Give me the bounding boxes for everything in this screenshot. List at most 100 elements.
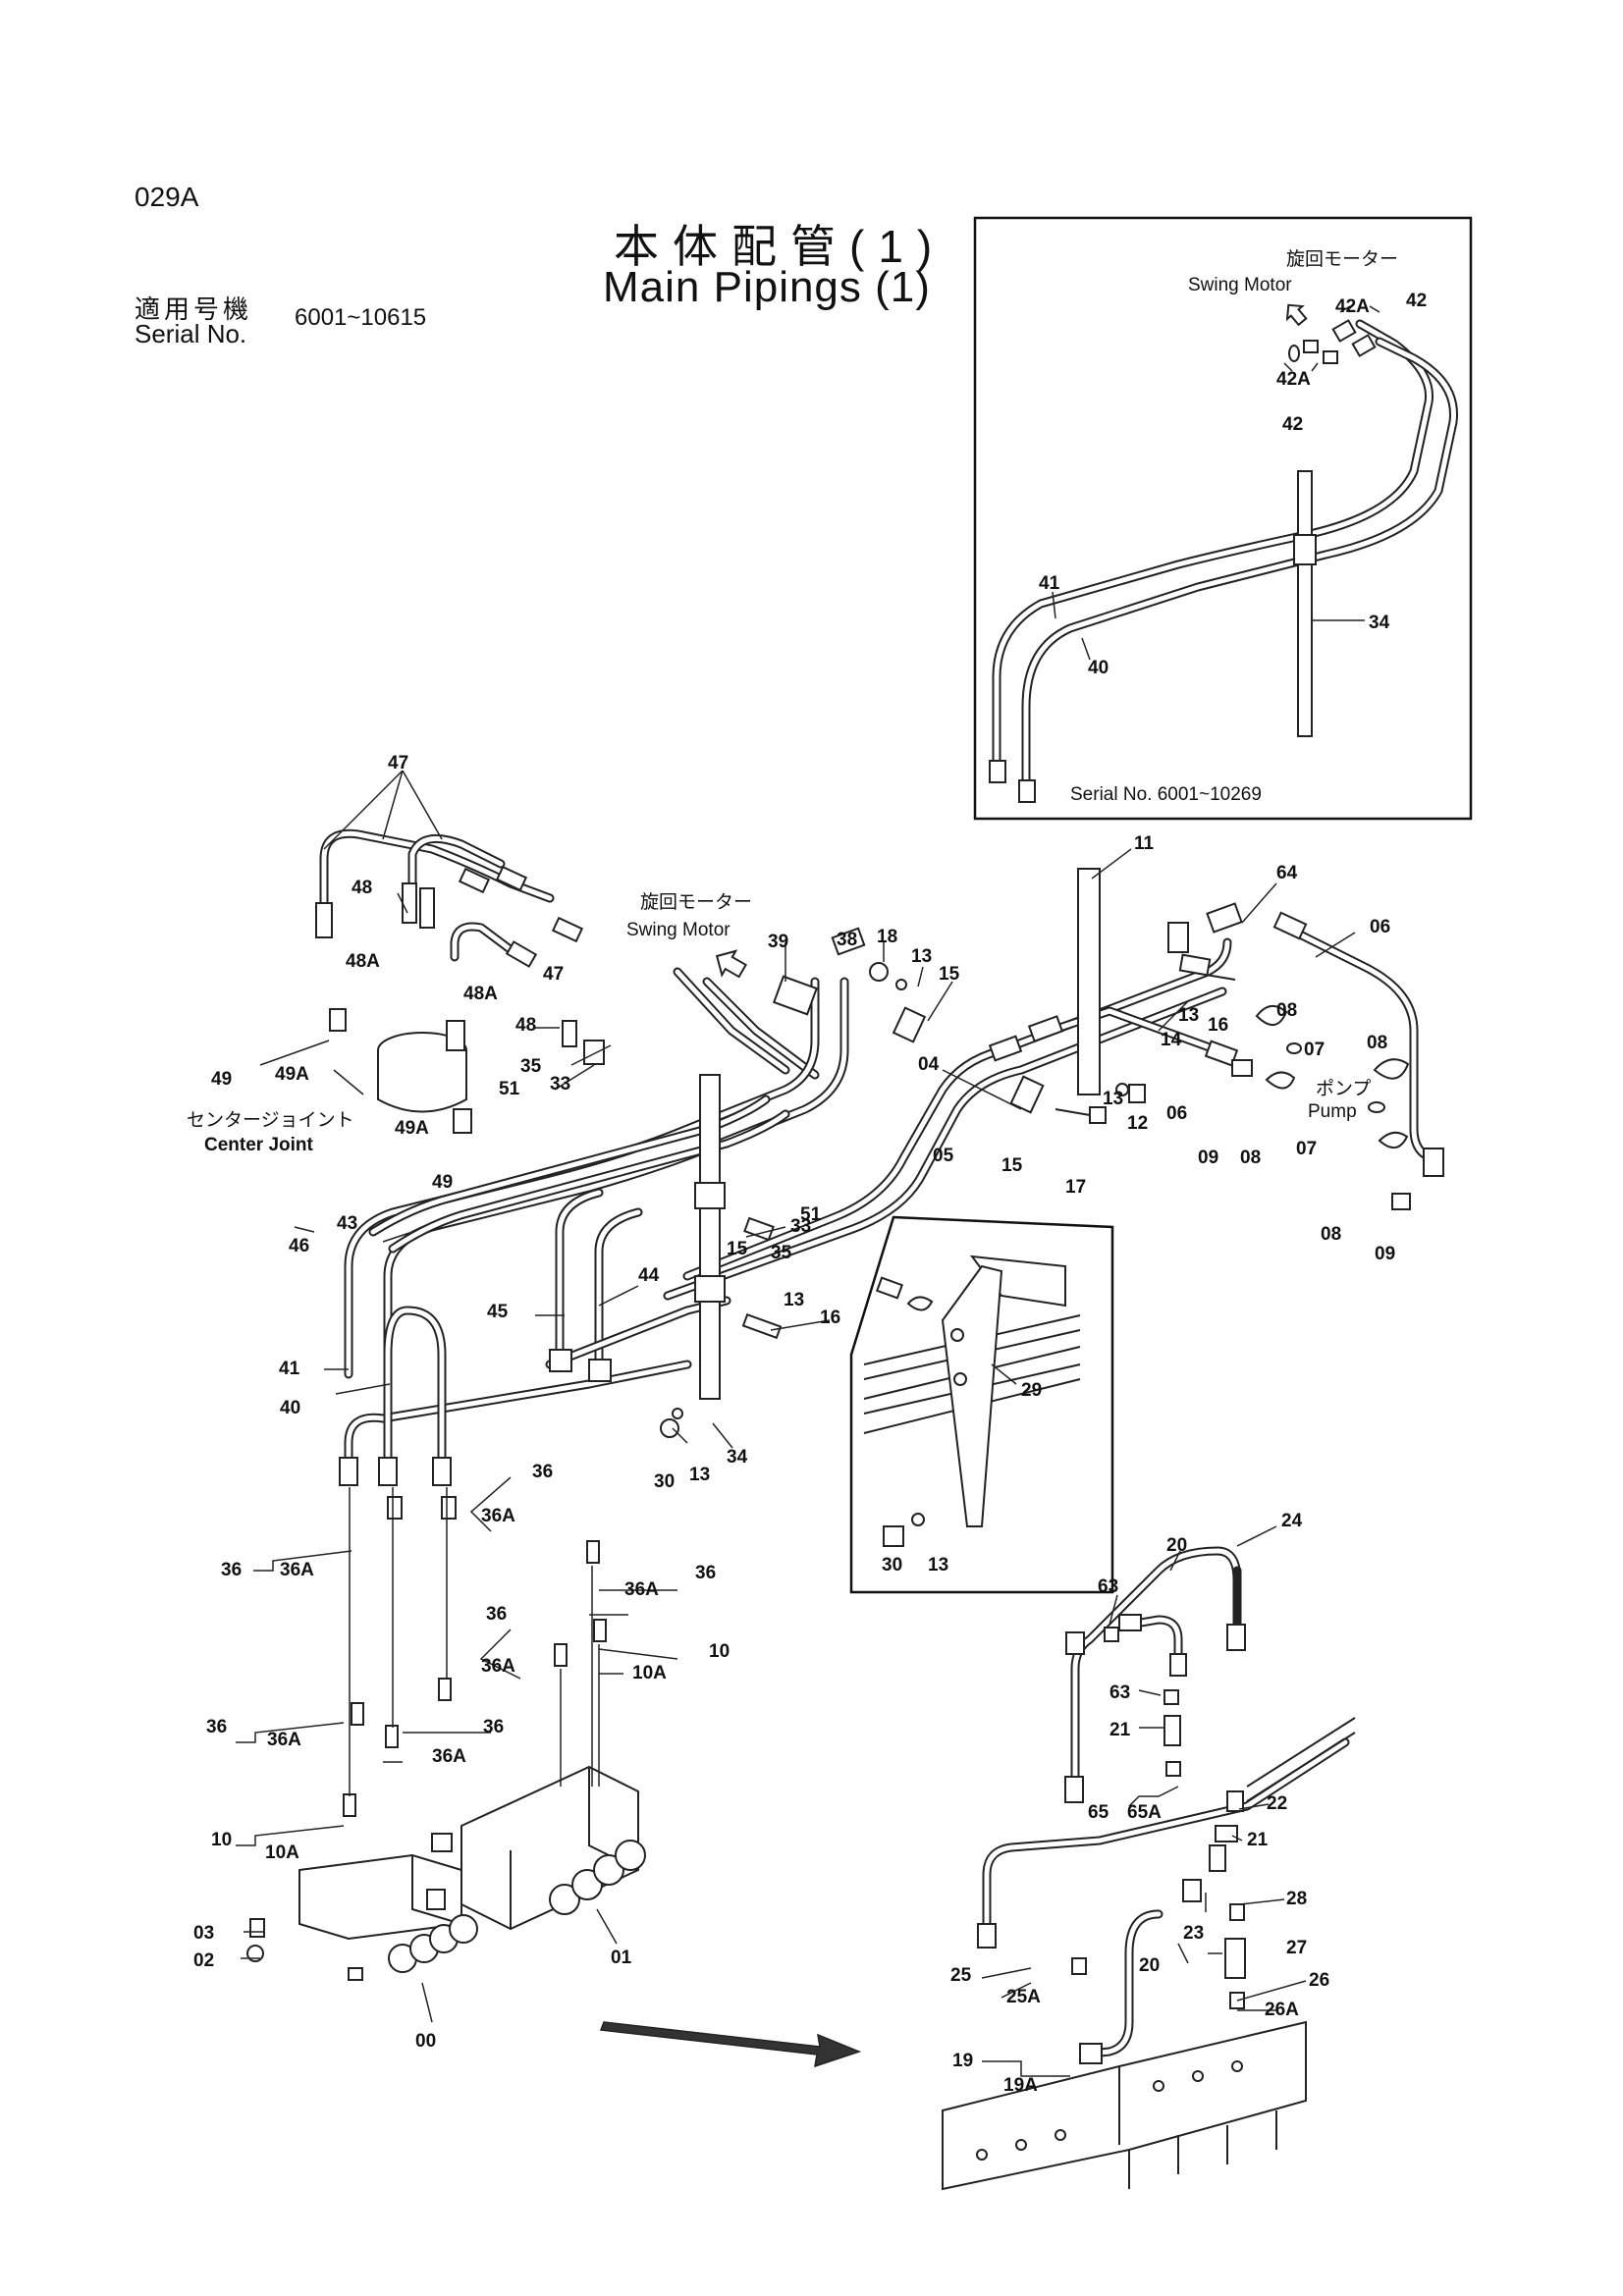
serial-range: 6001~10615 [295,304,427,331]
arrow-swing-motor-main-icon [715,949,747,979]
callout-label: 40 [1088,658,1109,678]
callout-label: 36A [267,1730,301,1750]
inset-top-swing-motor-jp: 旋回モーター [1286,248,1398,270]
callout-label: 08 [1321,1224,1341,1245]
callout-label: 26A [1265,2000,1299,2020]
pump-label-en: Pump [1308,1101,1357,1122]
callout-label: 29 [1021,1380,1042,1401]
callout-label: 49A [275,1064,309,1085]
callout-label: 65A [1127,1802,1162,1823]
callout-label: 07 [1304,1040,1325,1060]
callout-label: 10 [709,1641,730,1662]
callout-label: 16 [820,1308,840,1328]
callout-label: 65 [1088,1802,1109,1823]
callout-label: 08 [1367,1033,1387,1053]
callout-label: 42 [1282,414,1303,435]
callout-label: 16 [1208,1015,1228,1036]
callout-label: 07 [1296,1139,1317,1159]
callout-label: 42A [1335,296,1370,317]
callout-label: 36A [624,1579,659,1600]
callout-label: 30 [882,1555,902,1575]
callout-label: 04 [918,1054,940,1075]
callout-label: 48 [352,878,372,898]
callout-label: 13 [928,1555,948,1575]
inset-top-swing-motor-en: Swing Motor [1188,275,1292,295]
callout-label: 38 [837,930,857,950]
callout-label: 28 [1286,1889,1307,1909]
callout-label: 49A [395,1118,429,1139]
main-swing-motor-en: Swing Motor [626,920,730,940]
callout-label: 36A [481,1506,515,1526]
callout-label: 06 [1370,917,1390,937]
callout-label: 14 [1161,1030,1182,1050]
callout-label: 36 [483,1717,504,1737]
bracket-11 [1077,868,1101,1095]
inset-top-frame [973,216,1473,821]
callout-label: 64 [1276,863,1298,883]
callout-label: 26 [1309,1970,1329,1991]
inset-top-serial-note: Serial No. 6001~10269 [1070,784,1262,805]
bracket-34 [699,1074,721,1400]
callout-label: 11 [1134,833,1155,854]
callout-label: 51 [499,1079,520,1099]
center-joint-jp: センタージョイント [187,1109,354,1131]
callout-label: 41 [1039,573,1060,594]
callout-label: 25 [950,1965,972,1986]
big-arrow-icon [599,2021,862,2068]
callout-label: 36 [206,1717,227,1737]
callout-label: 23 [1183,1923,1204,1944]
main-swing-motor-jp: 旋回モーター [640,891,752,913]
callout-label: 27 [1286,1938,1307,1958]
callout-label: 41 [279,1359,300,1379]
bracket-34-inset [1297,470,1313,737]
callout-label: 08 [1276,1000,1297,1021]
callout-label: 13 [1178,1005,1199,1026]
callout-label: 00 [415,2031,436,2052]
callout-label: 63 [1098,1576,1118,1597]
callout-label: 34 [727,1447,748,1468]
callout-label: 36 [221,1560,242,1580]
control-valve-01 [431,1765,646,1931]
callout-label: 13 [689,1465,710,1485]
callout-label: 10A [632,1663,667,1683]
callout-label: 24 [1281,1511,1303,1531]
callout-label: 40 [280,1398,300,1418]
callout-label: 51 [800,1204,822,1225]
callout-label: 48A [463,984,498,1004]
inset-top-swing-motor: 旋回モーター Swing Motor 42A 42 42A 42 41 40 3… [973,216,1473,821]
callout-label: 12 [1127,1113,1148,1134]
callout-label: 30 [654,1471,675,1492]
pump-label-jp: ポンプ [1316,1078,1371,1099]
callout-label: 02 [193,1950,214,1971]
callout-label: 42A [1276,369,1311,390]
callout-label: 05 [933,1146,954,1166]
callout-label: 13 [1103,1089,1123,1109]
callout-label: 48 [515,1015,536,1036]
callout-label: 47 [543,964,564,985]
callout-label: 34 [1369,613,1390,633]
control-valve-00 [298,1853,478,1981]
callout-label: 36A [432,1746,466,1767]
callout-label: 43 [337,1213,357,1234]
callout-label: 20 [1139,1955,1160,1976]
callout-label: 63 [1109,1682,1130,1703]
callout-label: 33 [790,1216,811,1237]
callout-label: 20 [1166,1535,1187,1556]
callout-label: 19 [952,2051,973,2071]
callout-label: 42 [1406,291,1427,311]
callout-label: 08 [1240,1148,1261,1168]
callout-label: 09 [1198,1148,1218,1168]
callout-label: 47 [388,753,408,774]
callout-label: 36 [486,1604,507,1625]
callout-label: 18 [877,927,897,947]
callout-label: 45 [487,1302,509,1322]
callout-label: 36A [481,1656,515,1677]
callout-label: 33 [550,1074,570,1095]
page-code: 029A [135,182,199,212]
callout-label: 36 [532,1462,553,1482]
callout-label: 39 [768,932,788,952]
callout-label: 22 [1267,1793,1287,1814]
title-english: Main Pipings (1) [603,263,931,311]
callout-label: 09 [1375,1244,1395,1264]
